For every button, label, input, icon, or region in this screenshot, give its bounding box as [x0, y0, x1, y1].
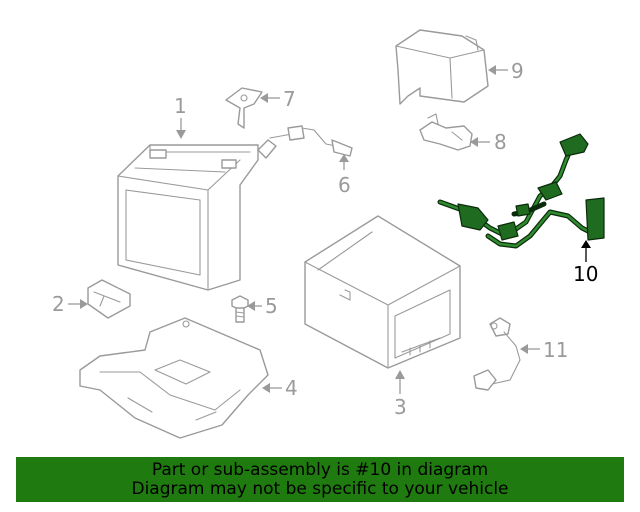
battery-part[interactable] [117, 144, 259, 291]
callout-2: 2 [52, 292, 65, 316]
ground-cable-part[interactable] [473, 317, 521, 391]
callout-4: 4 [285, 376, 298, 400]
sensor-cable-part[interactable] [257, 125, 353, 159]
banner-line-part-number: Part or sub-assembly is #10 in diagram [151, 459, 489, 480]
bracket-part[interactable] [225, 87, 263, 129]
callout-5: 5 [265, 294, 278, 318]
callout-10: 10 [573, 262, 598, 286]
battery-tray-part[interactable] [79, 317, 269, 439]
fuse-box-part[interactable] [395, 29, 489, 105]
wiring-harness-part[interactable] [437, 133, 605, 249]
clamp-part[interactable] [87, 279, 131, 319]
bolt-part[interactable] [231, 295, 249, 323]
callout-9: 9 [511, 59, 524, 83]
battery-cover-part[interactable] [304, 215, 461, 369]
disclaimer-banner: Part or sub-assembly is #10 in diagram D… [16, 457, 624, 502]
callout-7: 7 [283, 87, 296, 111]
callout-11: 11 [543, 338, 568, 362]
sensor-part[interactable] [419, 113, 473, 151]
callout-3: 3 [394, 395, 407, 419]
callout-8: 8 [494, 130, 507, 154]
callout-6: 6 [338, 173, 351, 197]
callout-1: 1 [174, 94, 187, 118]
parts-diagram: 1 2 3 4 5 6 [52, 29, 605, 439]
banner-line-disclaimer: Diagram may not be specific to your vehi… [131, 478, 509, 499]
